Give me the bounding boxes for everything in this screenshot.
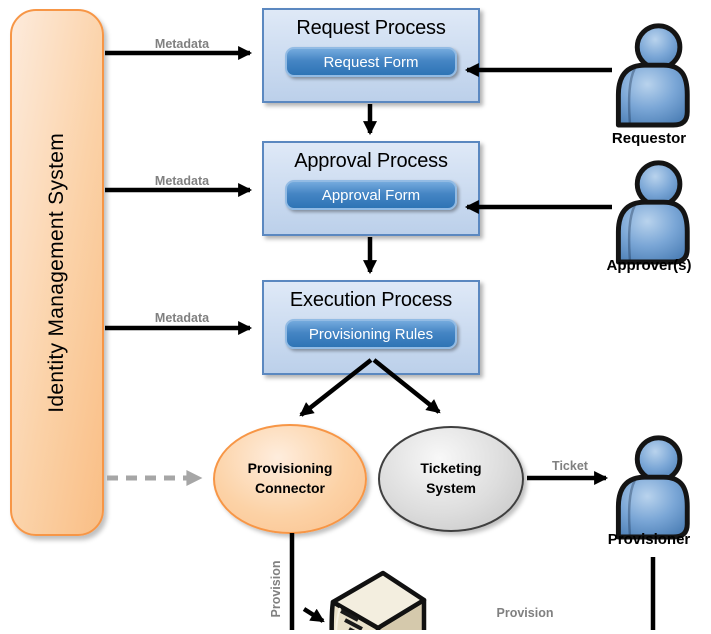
approver-label: Approver(s) xyxy=(606,257,692,274)
execution-process-box: Execution Process Provisioning Rules xyxy=(262,280,480,375)
requestor-person-icon xyxy=(615,23,690,128)
approval-form-label: Approval Form xyxy=(321,186,421,204)
request-process-title: Request Process xyxy=(296,17,446,39)
provisioning-connector-label-line1: Provisioning xyxy=(247,460,333,477)
provisioning-connector-label-line2: Connector xyxy=(255,480,325,496)
provisioner-label: Provisioner xyxy=(607,531,691,548)
metadata-label-execution: Metadata xyxy=(154,311,210,325)
identity-management-system-shape: Identity Management System xyxy=(10,9,104,536)
provisioner-person-icon xyxy=(615,435,690,540)
ticket-label: Ticket xyxy=(552,459,588,473)
provision-label-manual: Provision xyxy=(496,606,554,620)
ticketing-system-label-line2: System xyxy=(426,480,476,496)
arrow-execution-to-connector xyxy=(299,358,373,417)
approval-process-title: Approval Process xyxy=(294,150,448,172)
approver-person-icon xyxy=(615,160,690,265)
provisioning-rules-label: Provisioning Rules xyxy=(308,325,434,343)
provisioning-connector-node: Provisioning Connector xyxy=(213,424,367,534)
execution-process-title: Execution Process xyxy=(289,289,453,311)
metadata-label-request: Metadata xyxy=(154,37,210,51)
request-form-button: Request Form xyxy=(285,47,457,77)
provision-label-connector: Provision xyxy=(269,560,283,618)
metadata-label-approval: Metadata xyxy=(154,174,210,188)
request-process-box: Request Process Request Form xyxy=(262,8,480,103)
approval-process-box: Approval Process Approval Form xyxy=(262,141,480,236)
approval-form-button: Approval Form xyxy=(285,180,457,210)
arrow-provision-to-server xyxy=(302,607,325,623)
provisioning-rules-button: Provisioning Rules xyxy=(285,319,457,349)
arrow-execution-to-ticketing xyxy=(372,358,441,414)
requestor-label: Requestor xyxy=(611,130,687,147)
ticketing-system-node: Ticketing System xyxy=(378,426,524,532)
ticketing-system-label-line1: Ticketing xyxy=(420,460,482,477)
request-form-label: Request Form xyxy=(323,53,419,71)
